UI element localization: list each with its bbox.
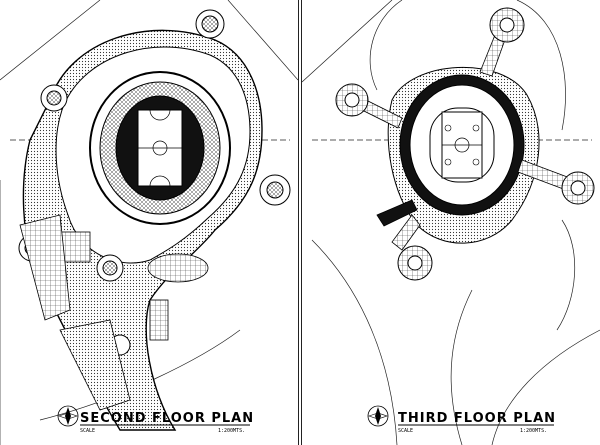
scale-label: SCALE	[398, 428, 413, 434]
second-floor-sheet: SECOND FLOOR PLAN SCALE 1:200MTS.	[0, 0, 298, 445]
arena	[89, 71, 231, 225]
bridges	[361, 29, 571, 251]
stair-towers	[335, 7, 595, 281]
third-floor-drawing: THIRD FLOOR PLAN SCALE 1:200MTS.	[302, 0, 600, 445]
arena	[399, 74, 525, 216]
second-floor-drawing: SECOND FLOOR PLAN SCALE 1:200MTS.	[0, 0, 298, 445]
scale-value: 1:200MTS.	[218, 428, 245, 434]
scale-label: SCALE	[80, 428, 95, 434]
third-floor-sheet: THIRD FLOOR PLAN SCALE 1:200MTS.	[302, 0, 600, 445]
furnished-zones	[19, 214, 209, 411]
sheet-divider	[298, 0, 302, 445]
north-arrow-icon	[367, 405, 389, 427]
plan-title: SECOND FLOOR PLAN	[80, 411, 254, 426]
north-arrow-icon	[57, 405, 79, 427]
plan-title: THIRD FLOOR PLAN	[398, 411, 556, 426]
scale-value: 1:200MTS.	[520, 428, 547, 434]
